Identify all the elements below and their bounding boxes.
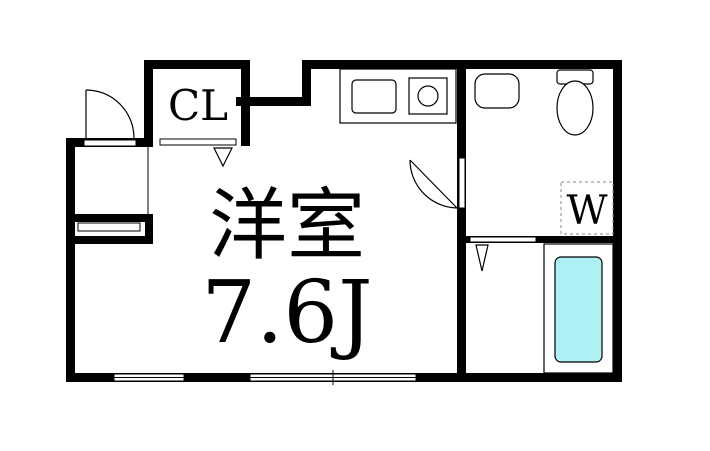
sink-icon [351, 79, 397, 114]
kitchen-counter [339, 68, 457, 124]
entry-area [77, 147, 149, 232]
toilet-icon [556, 80, 594, 136]
toilet-area [474, 69, 594, 136]
bottom-windows [113, 370, 417, 385]
bathroom [469, 236, 614, 374]
closet-label: CL [168, 81, 228, 130]
room-size: 7.6J [201, 263, 372, 363]
room-name: 洋室 [209, 181, 365, 271]
washer-space: W [560, 181, 614, 235]
entrance-door [83, 89, 137, 147]
washbasin-icon [474, 73, 520, 109]
washer-label: W [566, 188, 607, 234]
stove-icon [408, 77, 448, 115]
bathtub-icon [554, 256, 603, 363]
closet: CL [159, 81, 237, 168]
main-room: 洋室 7.6J [201, 181, 372, 363]
wet-area-door [409, 157, 466, 209]
